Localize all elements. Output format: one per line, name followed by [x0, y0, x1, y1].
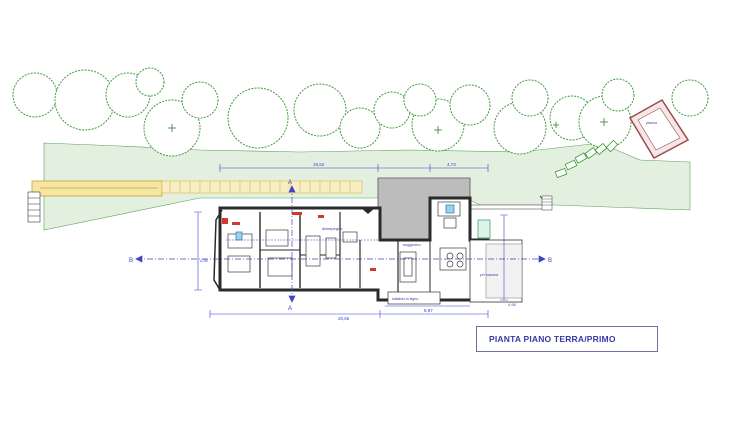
tree-centers: [168, 118, 608, 134]
entrance-arrow-icon: [360, 207, 376, 214]
boardwalk-path: [27, 180, 363, 223]
dim-bottom-main: 20,66: [338, 316, 350, 321]
tree-canopy: [12, 67, 709, 157]
dim-left-side: 4,95: [200, 258, 209, 263]
disimpegno-label: disimpegno: [322, 226, 343, 231]
ballatoio-label: ballatoio in legno: [392, 297, 418, 301]
section-marker-a-top: A: [288, 180, 292, 186]
title-block: PIANTA PIANO TERRA/PRIMO: [476, 326, 658, 352]
veranda-label: per balcone: [480, 273, 498, 277]
section-marker-b-left: B: [129, 258, 133, 264]
section-line-a: [288, 185, 296, 303]
dim-right-side: 4,95: [508, 302, 517, 307]
lawn-area: [43, 142, 691, 231]
dim-top-main: 19,52: [313, 162, 325, 167]
soggiorno-label: soggiorno: [403, 242, 421, 247]
dim-top-right: 4,73: [447, 162, 456, 167]
section-line-b: [135, 255, 546, 263]
drawing-title: PIANTA PIANO TERRA/PRIMO: [489, 334, 616, 344]
section-marker-a-bottom: A: [288, 306, 292, 312]
garden-steps: [554, 139, 619, 178]
dim-bottom-right: 8,97: [424, 308, 433, 313]
openings-accents: [222, 212, 376, 271]
annex-building: piscina: [628, 99, 690, 159]
section-marker-b-right: B: [548, 258, 552, 264]
annex-label: piscina: [646, 121, 657, 125]
dimension-lines: [194, 164, 508, 318]
